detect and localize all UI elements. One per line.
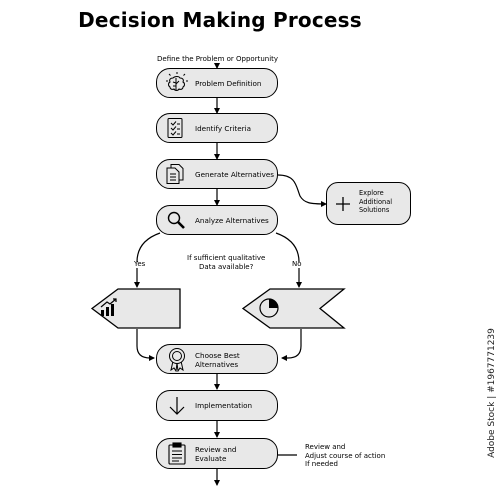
step-implementation: Implementation [156,390,278,421]
step-problem-definition-label: Problem Definition [195,79,262,88]
choose-best-line-1: Choose Best [195,351,240,360]
stock-watermark-text: Adobe Stock | #1967771239 [487,328,497,458]
decision-question: If sufficient qualitative Data available… [187,254,265,271]
decision-question-line-1: If sufficient qualitative [187,254,266,262]
explore-solutions-label: Explore Additional Solutions [359,189,392,215]
review-note: Review and Adjust course of action If ne… [305,443,385,469]
review-note-line-3: If needed [305,460,338,468]
step-review-evaluate: Review and Evaluate [156,438,278,469]
step-identify-criteria: Identify Criteria [156,113,278,143]
review-note-line-2: Adjust course of action [305,451,386,460]
brain-bulb-icon [166,72,188,91]
step-generate-alternatives-label: Generate Alternatives [195,170,275,179]
step-choose-best: Choose Best Alternatives [156,344,278,374]
review-line-2: Evaluate [195,454,227,463]
step-analyze-alternatives-label: Analyze Alternatives [195,216,269,225]
step-analyze-alternatives: Analyze Alternatives [156,205,278,235]
review-line-1: Review and [195,445,237,454]
explore-solutions-box: Explore Additional Solutions [326,182,411,225]
plus-icon [336,197,350,211]
connector-explore [277,174,327,207]
pie-chart-icon [259,298,279,318]
magnifier-icon [167,211,185,229]
explore-line-2: Additional [359,197,393,206]
choose-best-line-2: Alternatives [195,360,239,369]
merge-no [281,329,302,361]
step-problem-definition: Problem Definition [156,68,278,98]
merge-yes [136,329,155,361]
stock-watermark: Adobe Stock | #1967771239 [486,300,498,490]
step-identify-criteria-label: Identify Criteria [195,124,251,133]
top-caption: Define the Problem or Opportunity [157,55,279,63]
yes-label: Yes [134,260,146,268]
page-title: Decision Making Process [78,8,362,32]
bar-chart-up-icon [100,298,117,316]
branch-yes-arc [136,232,161,263]
arrow-down-icon [169,397,185,415]
explore-line-3: Solutions [359,206,390,215]
step-review-evaluate-label: Review and Evaluate [195,445,236,463]
checklist-icon [167,118,183,138]
explore-line-1: Explore [359,189,384,197]
no-label: No [292,260,302,268]
step-choose-best-label: Choose Best Alternatives [195,351,240,369]
clipboard-icon [168,442,186,465]
documents-icon [166,164,184,184]
decision-question-line-2: Data available? [199,262,254,271]
branch-no-arc [275,232,300,263]
award-badge-icon [169,348,185,372]
step-implementation-label: Implementation [195,401,253,410]
step-generate-alternatives: Generate Alternatives [156,159,278,189]
review-note-line-1: Review and [305,443,346,451]
